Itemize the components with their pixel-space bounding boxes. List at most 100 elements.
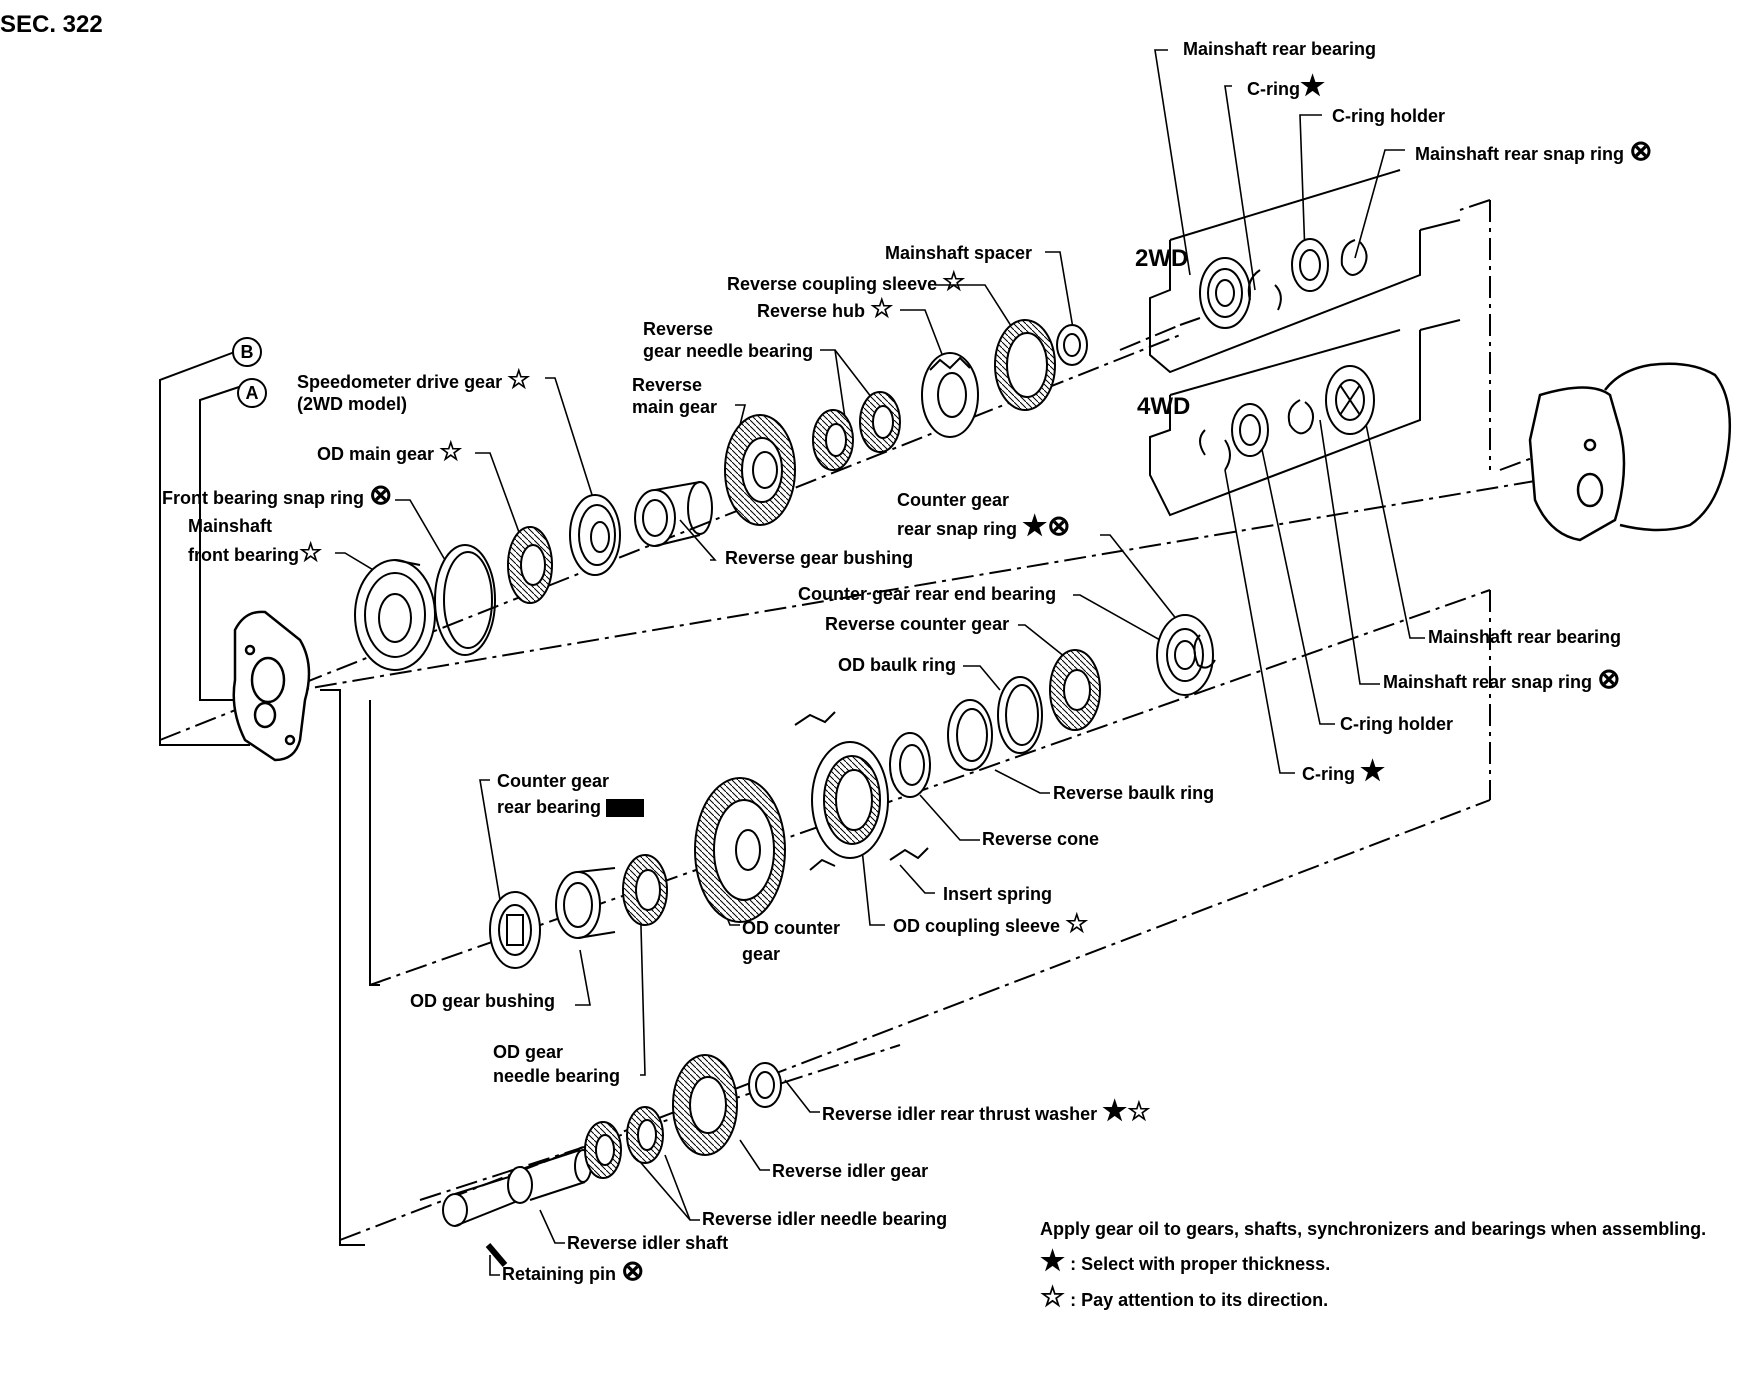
label-insert-spring: Insert spring [943,884,1053,904]
filled-star-icon: ★ [1040,1245,1066,1276]
label-reverse-gear-bushing: Reverse gear bushing [725,548,914,568]
label-2wd-model: (2WD model) [297,394,407,414]
label-od-baulk-ring: OD baulk ring [838,655,957,675]
label-reverse-cone: Reverse cone [982,829,1100,849]
label-reverse-hub: Reverse hub ☆ [757,293,894,323]
label-c-ring-2wd: C-ring★ [1247,70,1326,101]
2wd-snap-ring-part [1340,239,1368,276]
outline-star-icon: ☆ [299,537,323,567]
reverse-gear-bushing-part [634,481,713,547]
reverse-gear-needle-bearing-part [812,391,901,471]
od-gear-needle-bearing-part [622,854,668,926]
label-reverse-main-gear: Reverse main gear [632,375,718,417]
mainshaft-spacer-part [1056,324,1088,366]
bearing-tool-icon [606,799,645,818]
reverse-idler-shaft-part [442,1149,592,1227]
label-od-main-gear: OD main gear ☆ [317,436,463,466]
label-4wd: 4WD [1137,393,1191,420]
rear-extension-housing [1528,362,1732,542]
outline-star-icon: ☆ [1127,1096,1151,1126]
retaining-pin-part [485,1243,508,1267]
label-c-ring-holder-2wd: C-ring holder [1332,106,1445,126]
label-mainshaft-rear-bearing-2wd: Mainshaft rear bearing [1183,39,1377,59]
ref-marker-a: A [237,378,267,408]
label-od-gear-bushing: OD gear bushing [410,991,556,1011]
note-apply-gear-oil: Apply gear oil to gears, shafts, synchro… [1040,1219,1707,1239]
od-main-gear-part [507,526,553,604]
2wd-rear-bearing-part [1199,257,1251,329]
4wd-c-ring-part [1199,429,1206,456]
leader-lines [335,49,1425,1276]
od-counter-gear-part [694,777,786,923]
reverse-idler-gear-part [672,1054,738,1156]
label-od-counter-gear: OD counter gear [742,918,841,964]
label-reverse-idler-rear-thrust-washer: Reverse idler rear thrust washer ★☆ [822,1095,1151,1126]
od-gear-bushing-part [555,867,616,939]
crossed-circle-icon: ⊗ [621,1255,645,1286]
reverse-coupling-sleeve-part [994,319,1056,411]
od-baulk-ring-part [997,676,1043,754]
section-number: SEC. 322 [0,11,103,38]
label-speedometer-drive-gear: Speedometer drive gear ☆ [297,364,531,394]
label-reverse-counter-gear: Reverse counter gear [825,614,1010,634]
label-counter-gear-rear-end-bearing: Counter gear rear end bearing [798,584,1057,604]
label-c-ring-holder-4wd: C-ring holder [1340,714,1453,734]
crossed-circle-icon: ⊗ [369,479,393,510]
outline-star-icon: ☆ [1040,1281,1066,1312]
counter-gear-rear-end-bearing-part [1156,614,1214,696]
label-2wd: 2WD [1135,245,1189,272]
reverse-counter-gear-part [1049,649,1101,731]
label-reverse-gear-needle-bearing: Reverse gear needle bearing [643,319,814,361]
counter-snap-ring-part [1193,634,1216,669]
mainshaft-front-bearing-part [354,559,436,671]
outline-star-icon: ☆ [870,293,894,323]
reverse-main-gear-part [724,414,796,526]
label-c-ring-4wd: C-ring ★ [1302,755,1386,786]
outline-star-icon: ☆ [942,266,966,296]
ref-marker-b: B [232,337,262,367]
crossed-circle-icon: ⊗ [1629,135,1653,166]
4wd-c-ring-holder-part [1231,403,1269,457]
label-reverse-idler-needle-bearing: Reverse idler needle bearing [702,1209,948,1229]
front-bearing-retainer [232,610,311,762]
label-od-coupling-sleeve: OD coupling sleeve ☆ [893,908,1089,938]
label-retaining-pin: Retaining pin ⊗ [502,1255,645,1286]
label-reverse-idler-shaft: Reverse idler shaft [567,1233,729,1253]
label-mainshaft-rear-snap-ring-2wd: Mainshaft rear snap ring ⊗ [1415,135,1653,166]
bracket-lines [159,169,1461,1246]
label-counter-gear-rear-snap-ring: Counter gear rear snap ring ★⊗ [897,490,1071,541]
4wd-snap-ring-part [1287,399,1315,435]
reverse-idler-thrust-washer-part [748,1062,782,1108]
filled-star-icon: ★ [1022,510,1048,541]
label-front-bearing-snap-ring: Front bearing snap ring ⊗ [162,479,393,510]
counter-gear-rear-bearing-part [489,891,541,969]
reverse-baulk-ring-part [947,699,993,771]
outline-star-icon: ☆ [439,436,463,466]
label-reverse-baulk-ring: Reverse baulk ring [1053,783,1215,803]
label-counter-gear-rear-bearing: Counter gear rear bearing [497,768,645,820]
filled-star-icon: ★ [1300,70,1326,101]
label-reverse-coupling-sleeve: Reverse coupling sleeve ☆ [727,266,966,296]
4wd-rear-bearing-part [1325,365,1375,435]
outline-star-icon: ☆ [507,364,531,394]
note-pay-attention: ☆ : Pay attention to its direction. [1040,1281,1329,1312]
2wd-c-ring-part [1247,269,1261,301]
label-od-gear-needle-bearing: OD gear needle bearing [493,1042,621,1086]
note-select-thickness: ★ : Select with proper thickness. [1040,1245,1331,1276]
crossed-circle-icon: ⊗ [1597,663,1621,694]
label-reverse-idler-gear: Reverse idler gear [772,1161,929,1181]
label-mainshaft-spacer: Mainshaft spacer [885,243,1033,263]
label-mainshaft-rear-snap-ring-4wd: Mainshaft rear snap ring ⊗ [1383,663,1621,694]
reverse-hub-part [921,352,979,438]
reverse-idler-needle-bearing-part [584,1106,664,1179]
label-mainshaft-rear-bearing-4wd: Mainshaft rear bearing [1428,627,1622,647]
filled-star-icon: ★ [1360,755,1386,786]
crossed-circle-icon: ⊗ [1047,510,1071,541]
front-snap-ring-part [434,544,496,656]
label-mainshaft-front-bearing: Mainshaft front bearing☆ [188,516,323,567]
speedometer-drive-gear-part [569,494,621,576]
insert-spring-part [794,711,836,726]
reverse-cone-part [889,732,931,798]
2wd-c-ring-holder-part [1291,238,1329,292]
